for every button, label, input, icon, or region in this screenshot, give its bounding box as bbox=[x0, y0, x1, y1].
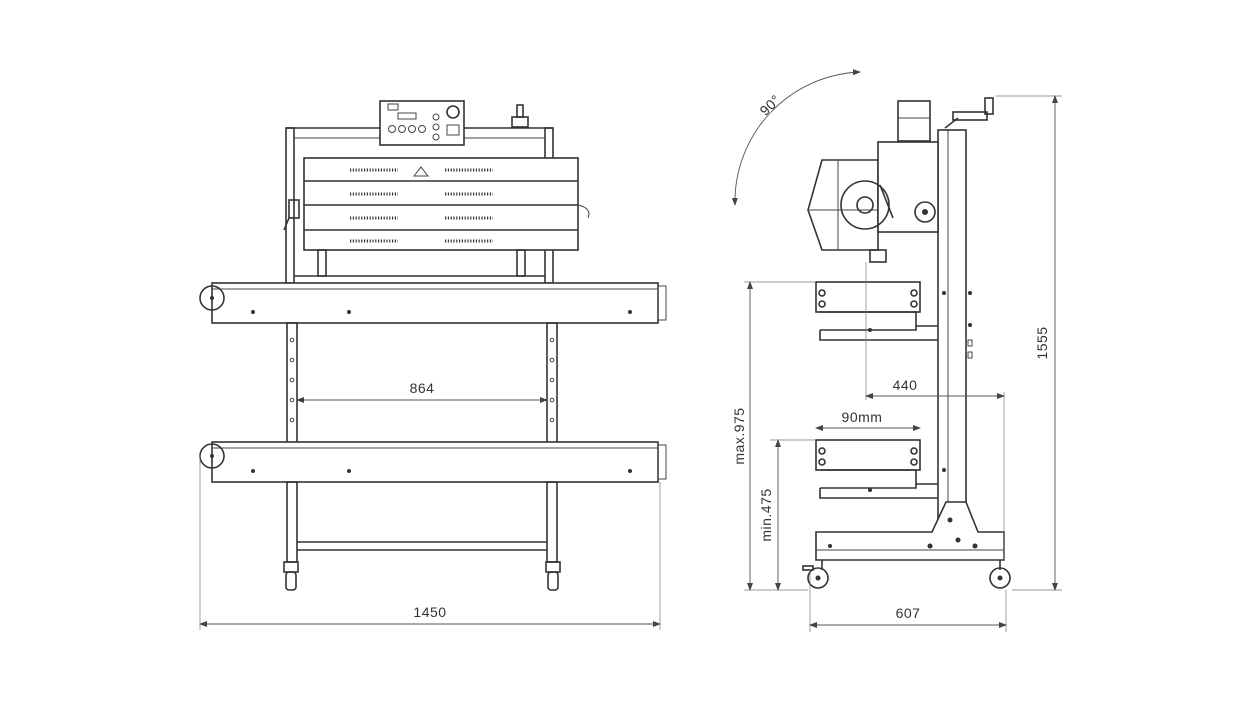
side-top-control bbox=[897, 97, 994, 142]
dim-side-bag-width: 90mm bbox=[842, 409, 883, 425]
front-sealing-head bbox=[283, 157, 590, 277]
side-view: 90° bbox=[731, 69, 1062, 632]
front-control-box bbox=[379, 100, 529, 146]
dim-side-conveyor-depth: 440 bbox=[893, 377, 918, 393]
side-base bbox=[802, 501, 1011, 589]
dim-side-height-total: 1555 bbox=[1034, 326, 1050, 359]
side-sealing-head bbox=[807, 141, 939, 263]
front-lower-conveyor bbox=[199, 441, 667, 483]
dim-side-max-height: max.975 bbox=[731, 407, 747, 464]
dim-front-inner-width: 864 bbox=[410, 380, 435, 396]
front-dimensions: 1450 864 bbox=[199, 380, 661, 630]
side-dimensions: 1555 max.975 min.475 440 90mm 607 bbox=[731, 95, 1062, 632]
front-upper-conveyor bbox=[199, 282, 667, 324]
side-lower-conveyor bbox=[815, 439, 938, 499]
dim-side-width: 607 bbox=[896, 605, 921, 621]
dim-rotation-angle: 90° bbox=[756, 91, 783, 118]
dim-side-min-height: min.475 bbox=[758, 488, 774, 541]
side-column bbox=[937, 129, 973, 533]
dim-front-width-total: 1450 bbox=[413, 604, 446, 620]
side-upper-conveyor bbox=[815, 281, 938, 341]
front-view: 1450 864 bbox=[199, 100, 667, 630]
front-base bbox=[283, 481, 561, 591]
